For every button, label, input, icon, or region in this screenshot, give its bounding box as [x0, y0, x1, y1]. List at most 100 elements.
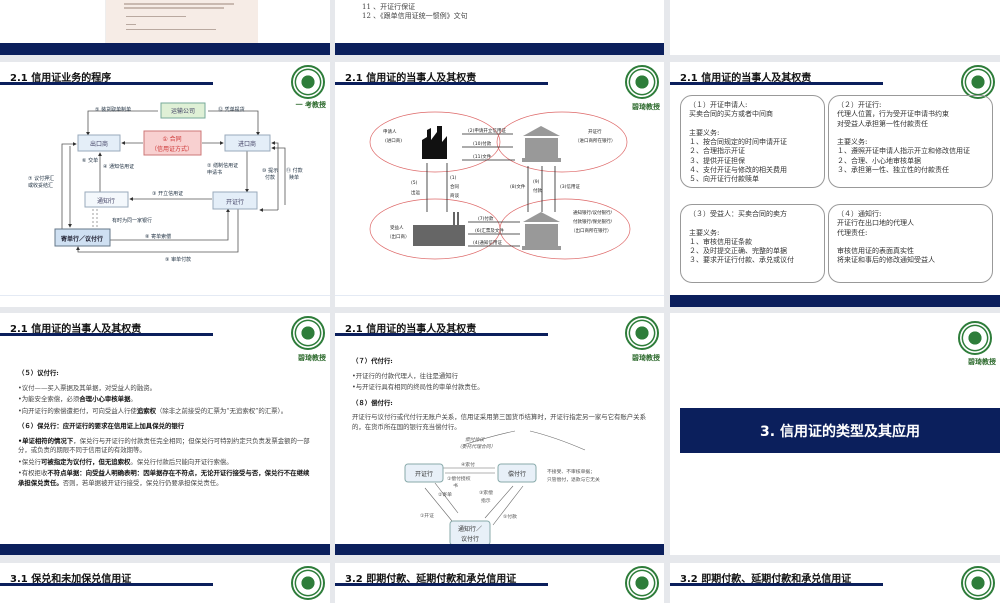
factory-icon [413, 212, 465, 246]
logo-signature: 碧琦教授 [968, 357, 996, 366]
text-segment: （８）偿付行: [352, 398, 393, 407]
slide-footer-bar [0, 544, 330, 555]
slide-thumb-parties-boxes[interactable]: 2.1 信用证的当事人及其权责 （１）开证申请人: 买卖合同的买方或者中间商 主… [670, 62, 1000, 307]
university-logo-icon [625, 65, 659, 99]
svg-text:(6)汇票及文件: (6)汇票及文件 [475, 227, 504, 234]
svg-text:议付行: 议付行 [461, 535, 479, 543]
svg-text:指示: 指示 [481, 497, 491, 504]
paragraph: •为能安全索偿，必须合理小心审核单据。 [18, 395, 310, 405]
svg-text:⑤付款: ⑤付款 [503, 513, 517, 520]
svg-text:(8)文件: (8)文件 [510, 183, 526, 190]
svg-text:（出口商）: （出口商） [387, 233, 410, 240]
svg-text:进口商: 进口商 [238, 140, 256, 148]
svg-text:⑩ 提示: ⑩ 提示 [262, 167, 278, 174]
text-segment: •议付——买入票据及其单据，对受益人的融资。 [18, 383, 156, 392]
slide-title: 2.1 信用证的当事人及其权责 [680, 73, 812, 84]
slide-thumb-3-1[interactable]: 3.1 保兑和未加保兑信用证 [0, 563, 330, 603]
slide-footer-bar [0, 43, 330, 55]
university-logo-icon [961, 566, 995, 600]
svg-text:(1): (1) [450, 175, 457, 181]
node-exporter [77, 134, 121, 152]
city-icon [422, 126, 447, 159]
node-issuing [212, 191, 258, 210]
svg-text:或收妥结汇: 或收妥结汇 [28, 182, 53, 189]
text-segment: •向开证行的索偿遭拒付，可向受益人行使 [18, 406, 137, 415]
svg-text:出运: 出运 [411, 189, 420, 196]
paragraph-heading: （５）议付行: [18, 369, 310, 379]
svg-text:有时为同一家银行: 有时为同一家银行 [112, 217, 152, 224]
paragraph: •开证行的付款代理人，往往是通知行 [352, 372, 654, 382]
paragraph: •向开证行的索偿遭拒付，可向受益人行使追索权（除非之前接受的汇票为“无追索权”的… [18, 407, 310, 417]
svg-text:（委托代理合同）: （委托代理合同） [457, 443, 495, 450]
slide-thumb-partial-2[interactable]: 11 、开证行保证 12 、《跟单信用证统一惯例》文句 [335, 0, 664, 55]
section-title: 3. 信用证的类型及其应用 [680, 408, 1000, 453]
title-underline [0, 583, 213, 586]
text-segment: ，保兑行与开证行的付款责任完全相同；但保兑行可特别约定只负责发票金额的一部分，或… [18, 436, 310, 455]
svg-text:①偿付授权: ①偿付授权 [447, 475, 471, 482]
bank-icon [522, 126, 561, 162]
node-negotiating [54, 228, 111, 247]
bank-icon [522, 212, 561, 250]
title-underline [670, 583, 883, 586]
paragraph-heading: （６）保兑行：应开证行的要求在信用证上加具保兑的银行 [18, 422, 310, 432]
text-segment: •与开证行具有相同的终局性的审单付款责任。 [352, 383, 484, 391]
slide-title: 3.2 即期付款、延期付款和承兑信用证 [345, 574, 517, 585]
slide-footer-bar [335, 295, 664, 296]
document-image [105, 0, 258, 43]
svg-text:①开证: ①开证 [420, 512, 434, 519]
svg-text:合同: 合同 [450, 183, 459, 190]
paragraph: •保兑行可被指定为议付行，但无追索权。保兑行付款后只能向开证行索偿。 [18, 458, 310, 468]
svg-text:(4)通知信用证: (4)通知信用证 [473, 239, 502, 246]
svg-text:(5): (5) [411, 180, 418, 186]
node-reimbursing [497, 463, 537, 483]
text-segment: •单证相符的情况下 [18, 436, 74, 445]
svg-text:④ 通知信用证: ④ 通知信用证 [103, 163, 134, 170]
svg-text:③ 开立信用证: ③ 开立信用证 [152, 190, 183, 197]
title-underline [670, 82, 883, 85]
paragraph: •议付——买入票据及其单据，对受益人的融资。 [18, 384, 310, 394]
slide-thumb-partial-1[interactable] [0, 0, 330, 55]
svg-text:① 合同: ① 合同 [162, 135, 181, 143]
slide-thumb-partial-3[interactable] [670, 0, 1000, 55]
slide-body-text: （７）代付行: •开证行的付款代理人，往往是通知行•与开证行具有相同的终局性的审单… [352, 351, 654, 434]
logo-signature: 碧琦教授 [632, 102, 660, 111]
svg-text:开证行: 开证行 [415, 470, 433, 478]
university-logo-icon [625, 316, 659, 350]
slide-thumb-3-2a[interactable]: 3.2 即期付款、延期付款和承兑信用证 [335, 563, 664, 603]
svg-text:寄单行／议付行: 寄单行／议付行 [61, 235, 103, 243]
svg-text:(3)信用证: (3)信用证 [560, 183, 580, 190]
svg-text:通知行: 通知行 [97, 197, 115, 205]
svg-text:⑫ 凭单提货: ⑫ 凭单提货 [218, 106, 245, 113]
text-segment: （７）代付行: [352, 357, 393, 365]
svg-text:④索付: ④索付 [461, 461, 475, 468]
university-logo-icon [961, 65, 995, 99]
svg-text:不接受、不审核单据；: 不接受、不审核单据； [547, 468, 595, 475]
svg-text:②寄单: ②寄单 [438, 491, 452, 498]
paragraph: 开证行与议付行或代付行无账户关系，信用证采用第三国货币结算时，开证行指定另一家与… [352, 413, 654, 432]
slide-thumb-process[interactable]: 2.1 信用证业务的程序 一 考教授 运输公司 出口商 ① 合同 （信用证方式）… [0, 62, 330, 307]
slide-title: 3.1 保兑和未加保兑信用证 [10, 574, 132, 585]
slide-thumb-paying-bank[interactable]: 2.1 信用证的当事人及其权责 碧琦教授 （７）代付行:•开证行的付款代理人，往… [335, 313, 664, 555]
svg-text:通知银行/议付银行/: 通知银行/议付银行/ [573, 209, 613, 216]
svg-text:偿付协议: 偿付协议 [465, 436, 485, 443]
title-underline [0, 333, 213, 336]
slide-thumb-negotiating-bank[interactable]: 2.1 信用证的当事人及其权责 碧琦教授 （５）议付行:•议付——买入票据及其单… [0, 313, 330, 555]
svg-text:赎单: 赎单 [289, 174, 299, 181]
node-issuing [404, 463, 444, 483]
university-logo-icon [625, 566, 659, 600]
text-line: 11 、开证行保证 [362, 3, 416, 11]
svg-text:付款: 付款 [533, 187, 542, 194]
slide-title: 2.1 信用证的当事人及其权责 [10, 324, 142, 335]
slide-thumb-parties-diagram[interactable]: 2.1 信用证的当事人及其权责 碧琦教授 申请人 (进口商) 开证行 （进口商所… [335, 62, 664, 307]
slide-thumb-3-2b[interactable]: 3.2 即期付款、延期付款和承兑信用证 [670, 563, 1000, 603]
paragraph: •与开证行具有相同的终局性的审单付款责任。 [352, 383, 654, 393]
title-underline [0, 82, 213, 85]
slide-title: 2.1 信用证业务的程序 [10, 73, 112, 84]
text-segment: 。保兑行付款后只能向开证行索偿。 [130, 457, 233, 466]
node-importer [224, 134, 271, 152]
text-segment: 追索权 [136, 406, 156, 415]
slide-thumb-section-3[interactable]: 碧琦教授 3. 信用证的类型及其应用 [670, 313, 1000, 555]
slide-title: 3.2 即期付款、延期付款和承兑信用证 [680, 574, 852, 585]
text-segment: 开证行与议付行或代付行无账户关系，信用证采用第三国货币结算时，开证行指定另一家与… [352, 413, 646, 431]
svg-text:⑦ 议付押汇: ⑦ 议付押汇 [28, 175, 54, 182]
